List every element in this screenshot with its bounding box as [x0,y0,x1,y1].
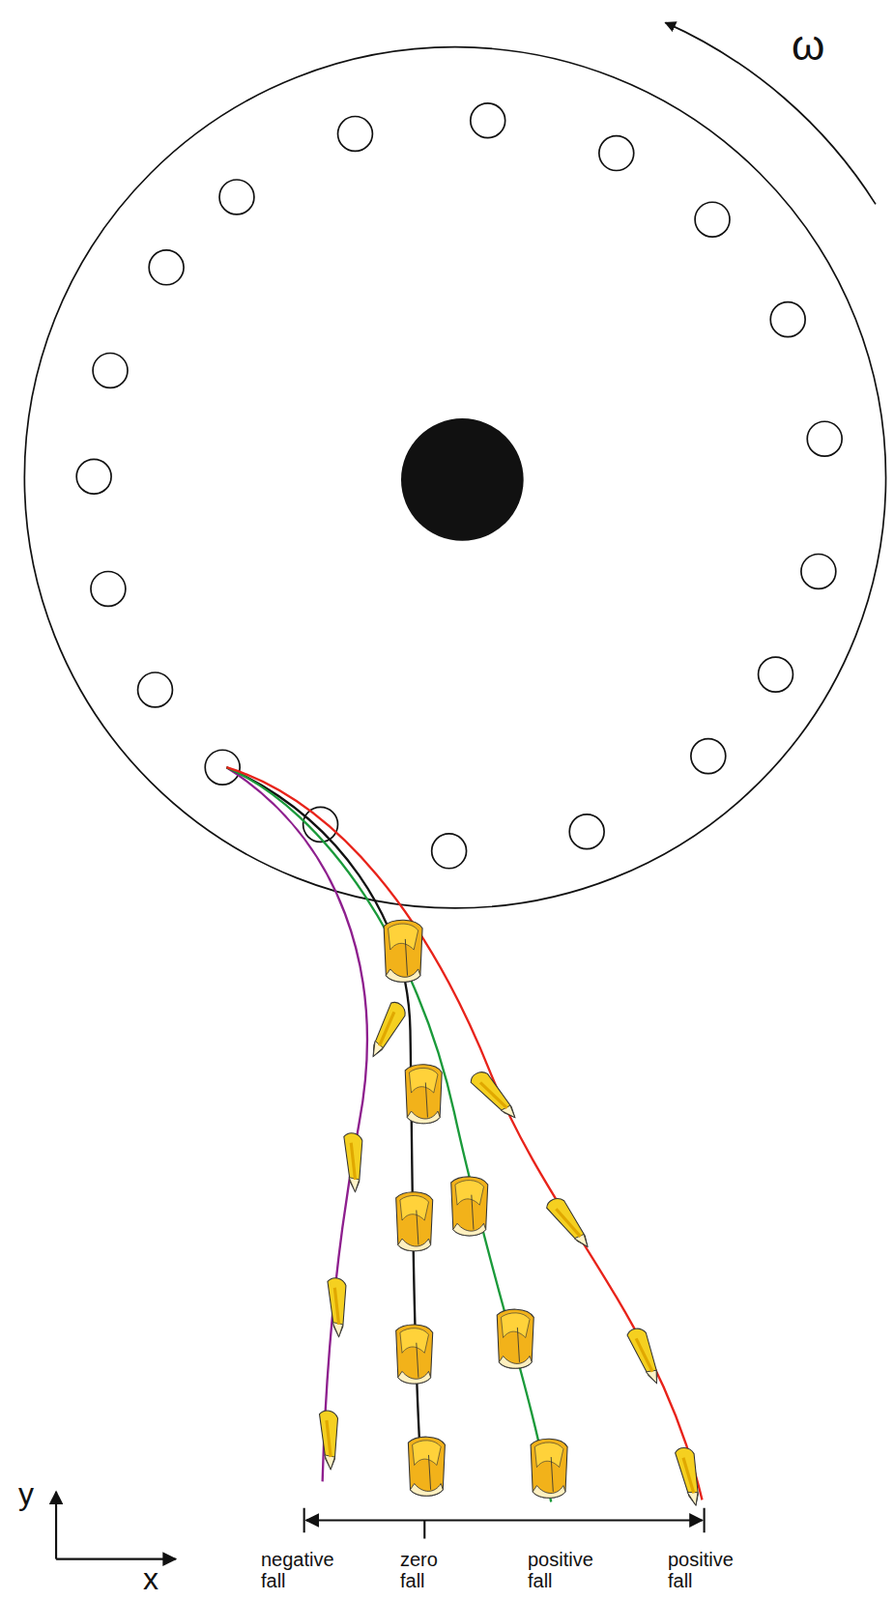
fall-label: positive fall [667,1549,734,1592]
angular-velocity-symbol: ω [791,22,825,69]
fall-label: zero fall [400,1549,438,1592]
fall-label: negative fall [260,1549,335,1592]
axis-label: x [143,1562,159,1597]
fall-label: positive fall [527,1549,594,1592]
axis-label: y [18,1477,34,1512]
